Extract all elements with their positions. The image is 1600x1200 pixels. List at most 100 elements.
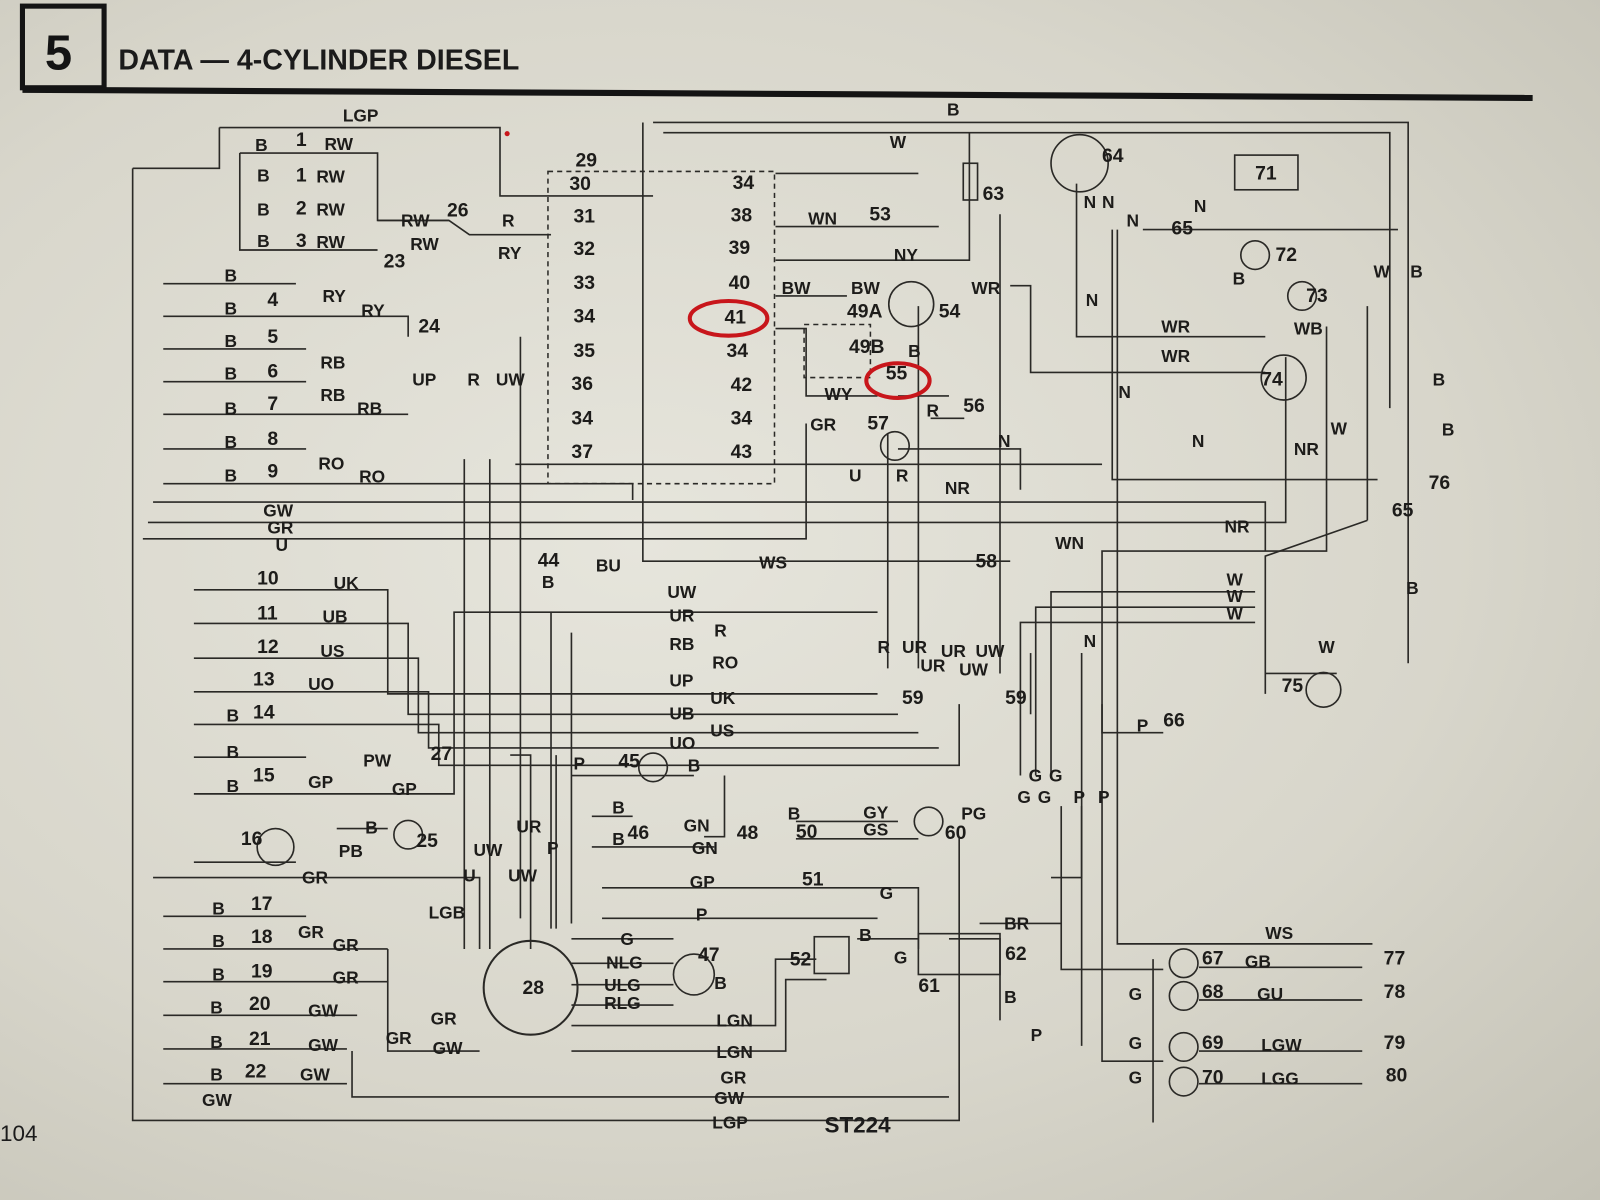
component-number: 56	[963, 395, 985, 417]
relay-52-symbol	[813, 935, 850, 975]
component-number: 35	[573, 340, 595, 362]
wire-color-label: GR	[431, 1008, 457, 1028]
component-number: 62	[1005, 943, 1027, 965]
component-number: 80	[1386, 1065, 1408, 1087]
component-number: 78	[1384, 981, 1406, 1003]
wire-color-label: G	[880, 883, 893, 903]
wire-color-label: B	[224, 432, 237, 452]
wire-color-label: UR	[941, 641, 967, 661]
wire-color-label: GW	[308, 1000, 338, 1020]
wire	[238, 153, 378, 251]
component-number: 70	[1202, 1067, 1224, 1089]
wire-color-label: UK	[334, 573, 360, 593]
wire-color-label: W	[890, 132, 907, 152]
wire-color-label: WB	[1294, 319, 1323, 339]
wire-color-label: B	[908, 341, 921, 361]
wire-color-label: PG	[961, 803, 986, 823]
wire	[193, 611, 878, 795]
wire-color-label: UW	[473, 840, 503, 860]
component-number: 34	[731, 407, 753, 429]
wire-color-label: GR	[810, 415, 836, 435]
wire	[219, 126, 654, 197]
wire-color-label: B	[1433, 370, 1446, 390]
wire-color-label: RB	[320, 385, 345, 405]
wire-color-label: B	[612, 797, 625, 817]
wire-color-label: B	[224, 298, 237, 318]
component-number: 49A	[847, 300, 883, 322]
horn-75-symbol	[1305, 671, 1342, 708]
wire	[351, 1051, 949, 1098]
wire-color-label: G	[1129, 1068, 1142, 1088]
fuse-63-symbol	[962, 162, 979, 201]
wire-color-label: LGN	[716, 1042, 753, 1062]
component-number: 77	[1384, 947, 1406, 969]
wire-color-label: GR	[302, 868, 328, 888]
drawing-reference: ST224	[824, 1113, 891, 1138]
wire	[1034, 606, 1256, 776]
wire-color-label: RO	[712, 652, 738, 672]
wire	[147, 357, 1287, 524]
wire-color-label: P	[1137, 716, 1149, 736]
wire-color-label: WR	[1161, 317, 1190, 337]
component-number: 37	[571, 441, 593, 463]
wire-color-label: B	[257, 231, 270, 251]
wire-color-label: U	[849, 466, 862, 486]
instrument-74-symbol	[1260, 354, 1307, 401]
component-number: 28	[522, 977, 544, 999]
wire-color-label: B	[365, 818, 378, 838]
wire-color-label: G	[1038, 787, 1051, 807]
wire-color-label: P	[573, 753, 585, 773]
component-number: 40	[729, 272, 751, 294]
wire	[193, 691, 939, 749]
wire-color-label: GW	[300, 1065, 330, 1085]
wire-color-label: W	[1227, 570, 1244, 590]
wire	[1050, 591, 1256, 776]
wire	[193, 657, 919, 734]
wire	[131, 168, 960, 1122]
component-number: 68	[1202, 981, 1224, 1003]
wire-color-label: W	[1331, 419, 1348, 439]
lamp-25-symbol	[393, 819, 424, 850]
wire	[1264, 519, 1368, 694]
wire-color-label: B	[257, 199, 270, 219]
wire-color-label: P	[547, 838, 559, 858]
wire-color-label: G	[1129, 1033, 1142, 1053]
highlight-marks	[687, 298, 932, 401]
wire	[571, 978, 827, 1052]
switch-61-symbol	[917, 932, 1001, 976]
component-number: 12	[257, 636, 279, 658]
component-number: 2	[296, 197, 307, 219]
wire	[1060, 806, 1164, 971]
wire-color-label: B	[210, 997, 223, 1017]
switch-49b-outline	[803, 323, 872, 379]
wire-color-label: NR	[1224, 517, 1250, 537]
wire-color-label: BW	[851, 278, 881, 298]
wire	[377, 219, 552, 236]
wire	[571, 958, 817, 1027]
wire-color-label: N	[1118, 382, 1131, 402]
wire-color-label: G	[620, 929, 633, 949]
wire-color-label: GB	[1245, 951, 1271, 971]
component-number: 34	[571, 407, 593, 429]
component-number: 20	[249, 993, 271, 1015]
wire-color-label: N	[1102, 192, 1115, 212]
wire-color-label: UB	[669, 703, 694, 723]
wire-color-label: BR	[1004, 914, 1030, 934]
wire-color-label: US	[710, 721, 734, 741]
wire-color-label: B	[688, 755, 701, 775]
lamp-symbol	[1168, 1031, 1199, 1063]
wire-color-label: B	[210, 1065, 223, 1085]
wire-color-label: RB	[320, 352, 345, 372]
wire	[1111, 229, 1378, 481]
component-number: 79	[1384, 1032, 1406, 1054]
component-number: 15	[253, 765, 275, 787]
component-number: 27	[431, 743, 453, 765]
wire-color-label: WS	[1265, 923, 1293, 943]
wire-color-label: BW	[782, 278, 812, 298]
wire-color-label: N	[998, 431, 1011, 451]
wire	[1101, 704, 1164, 734]
component-number: 51	[802, 869, 824, 891]
wire-color-label: B	[224, 364, 237, 384]
component-number: 10	[257, 568, 279, 590]
wire-color-label: GW	[263, 500, 293, 520]
